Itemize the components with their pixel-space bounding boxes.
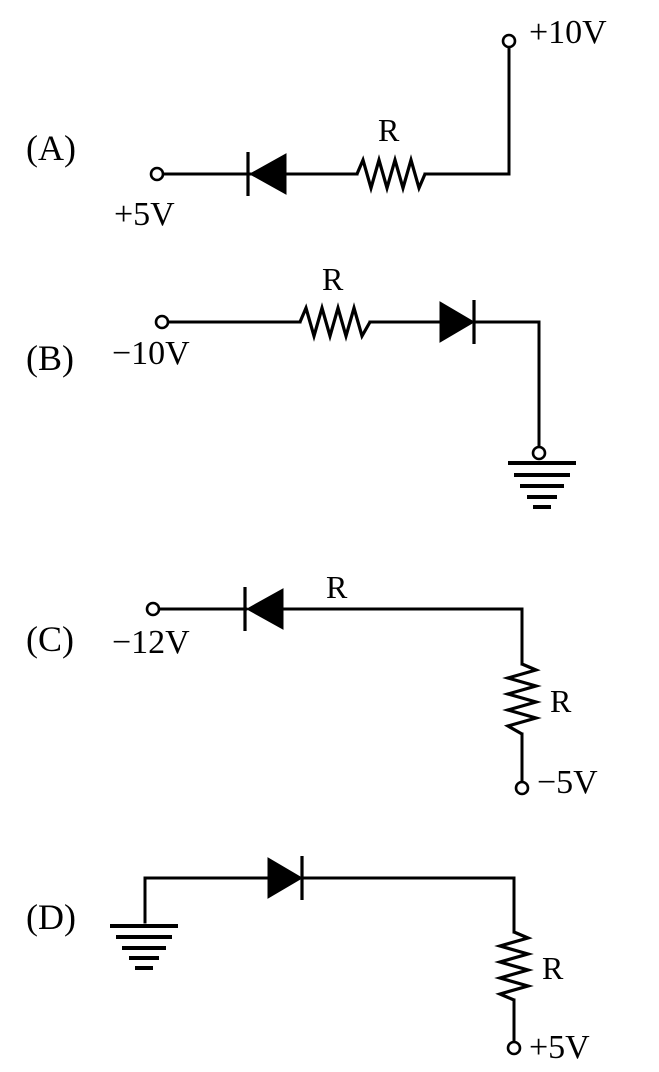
- circuit-c-resistor: [502, 662, 542, 736]
- circuit-b-left-voltage: −10V: [112, 335, 190, 372]
- circuit-c-bottom-voltage: −5V: [537, 764, 598, 801]
- option-d-label: (D): [26, 897, 76, 937]
- circuit-c-left-voltage: −12V: [112, 624, 190, 661]
- circuit-d-terminal-bottom: [506, 1040, 522, 1056]
- circuit-b-diode: [439, 300, 476, 344]
- circuit-b: [154, 300, 576, 509]
- option-a-label: (A): [26, 128, 76, 168]
- circuit-c-top-label: R: [326, 569, 348, 605]
- circuit-c-diode: [243, 587, 284, 631]
- circuit-d-resistor-label: R: [542, 950, 564, 986]
- circuit-b-terminal-left: [154, 314, 170, 330]
- circuit-d: [110, 856, 534, 1056]
- circuit-d-ground-symbol: [110, 924, 178, 970]
- circuit-a-left-voltage: +5V: [114, 196, 175, 233]
- circuit-c-terminal-bottom: [514, 780, 530, 796]
- circuit-b-ground-symbol: [508, 461, 576, 509]
- circuit-a-terminal-top: [501, 33, 517, 49]
- circuit-b-terminal: [531, 445, 547, 461]
- circuit-a-diode: [246, 152, 287, 196]
- circuit-b-wire-right: [472, 320, 541, 450]
- circuit-d-diode: [267, 856, 304, 900]
- circuit-a-top-voltage: +10V: [529, 14, 607, 51]
- circuit-b-resistor: [298, 302, 372, 342]
- circuit-a-terminal-left: [149, 166, 165, 182]
- circuit-c-terminal-left: [145, 601, 161, 617]
- circuit-b-resistor-label: R: [322, 261, 344, 297]
- circuit-a-wire-right: [423, 44, 511, 176]
- circuit-c: [145, 587, 542, 796]
- circuit-a-resistor-label: R: [378, 112, 400, 148]
- option-b-label: (B): [26, 338, 74, 378]
- circuit-c-resistor-label: R: [550, 683, 572, 719]
- circuit-d-bottom-voltage: +5V: [529, 1029, 590, 1066]
- circuit-d-wire-left: [143, 876, 270, 924]
- circuit-a-resistor: [355, 154, 427, 194]
- circuit-a: [149, 33, 517, 196]
- circuit-d-resistor: [494, 930, 534, 1002]
- option-c-label: (C): [26, 619, 74, 659]
- circuit-c-wire-top: [281, 607, 524, 666]
- circuit-d-wire-top: [300, 876, 516, 934]
